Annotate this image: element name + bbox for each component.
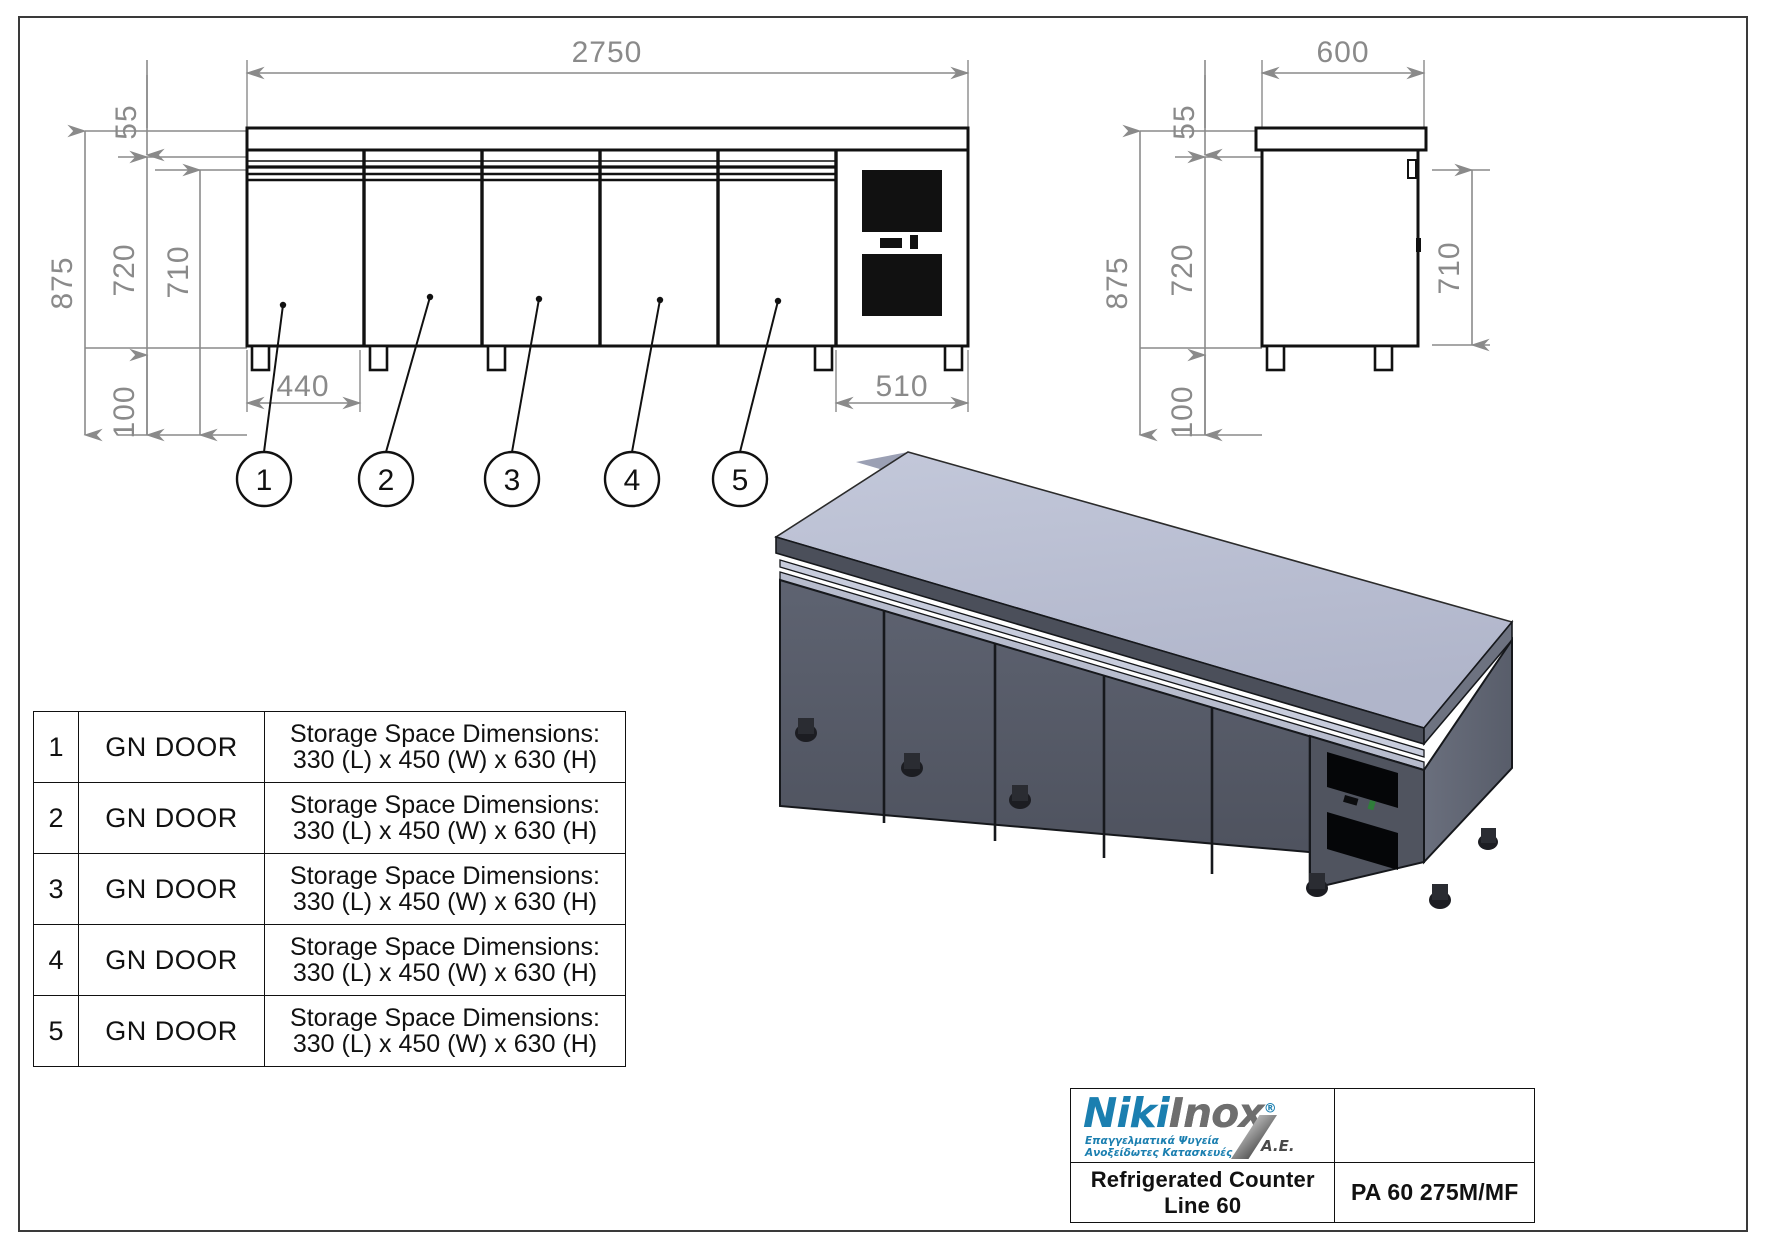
logo-company-suffix: A.E. — [1261, 1137, 1295, 1155]
dim-label-510: 510 — [875, 370, 928, 403]
product-name-cell: Refrigerated Counter Line 60 — [1069, 1162, 1336, 1223]
desc-line-1: Storage Space Dimensions: — [290, 790, 600, 819]
logo-inox-text: Inox — [1168, 1089, 1265, 1137]
dim-front-door-height: 710 — [162, 163, 218, 442]
dim-front-door-width: 440 — [245, 350, 362, 412]
dim-front-overall-length: 2750 — [245, 36, 970, 128]
balloon-3-label: 3 — [504, 464, 521, 497]
balloon-1-label: 1 — [256, 464, 273, 497]
row-description: Storage Space Dimensions: 330 (L) x 450 … — [264, 853, 626, 925]
balloon-5-label: 5 — [732, 464, 749, 497]
row-description: Storage Space Dimensions: 330 (L) x 450 … — [264, 782, 626, 854]
table-row: 2 GN DOOR Storage Space Dimensions: 330 … — [33, 782, 626, 854]
desc-line-1: Storage Space Dimensions: — [290, 1003, 600, 1032]
balloon-3[interactable]: 3 — [483, 450, 541, 508]
balloon-2-label: 2 — [378, 464, 395, 497]
dim-front-compressor-width: 510 — [834, 350, 970, 412]
logo-subtitle: Επαγγελματικά Ψυγεία Ανοξείδωτες Κατασκε… — [1085, 1135, 1232, 1159]
logo-subtitle-line-2: Ανοξείδωτες Κατασκευές — [1085, 1147, 1233, 1160]
dim-side-top-thickness: 55 — [1168, 75, 1223, 162]
title-block-logo-row: NikiInox® Επαγγελματικά Ψυγεία Ανοξείδωτ… — [1069, 1088, 1535, 1163]
dim-side-leg-height: 100 — [1166, 348, 1207, 439]
nikiinox-logo: NikiInox® Επαγγελματικά Ψυγεία Ανοξείδωτ… — [1083, 1093, 1328, 1160]
front-view: 55 875 720 710 100 — [46, 36, 970, 508]
desc-line-2: 330 (L) x 450 (W) x 630 (H) — [292, 1030, 598, 1058]
logo-subtitle-line-1: Επαγγελματικά Ψυγεία — [1085, 1135, 1219, 1147]
company-logo-cell: NikiInox® Επαγγελματικά Ψυγεία Ανοξείδωτ… — [1069, 1088, 1336, 1163]
sheet-border — [18, 16, 1748, 1232]
dim-label-55-side: 55 — [1168, 104, 1201, 139]
balloon-callouts — [263, 293, 782, 453]
row-index: 2 — [33, 782, 79, 854]
front-cabinet — [245, 126, 970, 372]
registered-trademark-icon: ® — [1263, 1101, 1277, 1117]
title-block-body: NikiInox® Επαγγελματικά Ψυγεία Ανοξείδωτ… — [1069, 1088, 1535, 1223]
dim-side-overall-height: 875 — [1101, 124, 1158, 442]
dim-front-leg-height: 100 — [108, 348, 149, 439]
product-name-line-1: Refrigerated Counter — [1090, 1167, 1315, 1193]
row-part-name: GN DOOR — [78, 782, 265, 854]
title-block-empty-cell — [1334, 1088, 1535, 1163]
dim-label-55-front: 55 — [110, 104, 143, 139]
title-block: NikiInox® Επαγγελματικά Ψυγεία Ανοξείδωτ… — [1069, 1088, 1535, 1223]
balloon-2[interactable]: 2 — [357, 450, 415, 508]
balloon-4[interactable]: 4 — [603, 450, 661, 508]
desc-line-2: 330 (L) x 450 (W) x 630 (H) — [292, 888, 598, 916]
desc-line-1: Storage Space Dimensions: — [290, 719, 600, 748]
row-part-name: GN DOOR — [78, 995, 265, 1067]
isometric-render — [774, 451, 1514, 909]
dim-label-600: 600 — [1316, 36, 1369, 69]
balloon-1[interactable]: 1 — [235, 450, 293, 508]
dim-label-710-front: 710 — [162, 245, 195, 298]
dim-side-body-height: 720 — [1166, 150, 1223, 442]
row-part-name: GN DOOR — [78, 924, 265, 996]
row-description: Storage Space Dimensions: 330 (L) x 450 … — [264, 711, 626, 783]
dim-side-door-height: 710 — [1433, 163, 1490, 352]
dim-label-875-front: 875 — [46, 256, 79, 309]
dim-front-top-thickness: 55 — [110, 75, 165, 162]
table-row: 5 GN DOOR Storage Space Dimensions: 330 … — [33, 995, 626, 1067]
product-name-line-2: Line 60 — [1164, 1192, 1242, 1218]
dim-label-720-side: 720 — [1166, 243, 1199, 296]
dim-label-720-front: 720 — [108, 243, 141, 296]
table-row: 4 GN DOOR Storage Space Dimensions: 330 … — [33, 924, 626, 996]
row-index: 4 — [33, 924, 79, 996]
row-part-name: GN DOOR — [78, 711, 265, 783]
dim-label-100-front: 100 — [108, 385, 141, 438]
balloon-5[interactable]: 5 — [711, 450, 769, 508]
dim-side-depth: 600 — [1260, 36, 1426, 128]
row-part-name: GN DOOR — [78, 853, 265, 925]
logo-niki-text: Niki — [1083, 1089, 1170, 1137]
dim-label-100-side: 100 — [1166, 385, 1199, 438]
desc-line-2: 330 (L) x 450 (W) x 630 (H) — [292, 746, 598, 774]
side-view: 55 875 720 100 710 — [1101, 36, 1490, 442]
balloon-4-label: 4 — [624, 464, 641, 497]
dim-label-710-side: 710 — [1433, 241, 1466, 294]
table-row: 1 GN DOOR Storage Space Dimensions: 330 … — [33, 711, 626, 783]
title-block-info-row: Refrigerated Counter Line 60 PA 60 275M/… — [1069, 1162, 1535, 1223]
row-index: 5 — [33, 995, 79, 1067]
side-cabinet — [1254, 126, 1428, 372]
dim-front-overall-height: 875 — [46, 124, 103, 442]
desc-line-2: 330 (L) x 450 (W) x 630 (H) — [292, 959, 598, 987]
row-description: Storage Space Dimensions: 330 (L) x 450 … — [264, 924, 626, 996]
logo-wordmark: NikiInox® — [1083, 1093, 1277, 1134]
parts-table-body: 1 GN DOOR Storage Space Dimensions: 330 … — [33, 711, 626, 1067]
dim-label-875-side: 875 — [1101, 256, 1134, 309]
row-index: 1 — [33, 711, 79, 783]
desc-line-1: Storage Space Dimensions: — [290, 932, 600, 961]
parts-table: 1 GN DOOR Storage Space Dimensions: 330 … — [33, 711, 626, 1067]
model-code-cell: PA 60 275M/MF — [1334, 1162, 1535, 1223]
row-index: 3 — [33, 853, 79, 925]
desc-line-1: Storage Space Dimensions: — [290, 861, 600, 890]
desc-line-2: 330 (L) x 450 (W) x 630 (H) — [292, 817, 598, 845]
dim-label-2750: 2750 — [572, 36, 643, 69]
dim-label-440: 440 — [276, 370, 329, 403]
table-row: 3 GN DOOR Storage Space Dimensions: 330 … — [33, 853, 626, 925]
row-description: Storage Space Dimensions: 330 (L) x 450 … — [264, 995, 626, 1067]
